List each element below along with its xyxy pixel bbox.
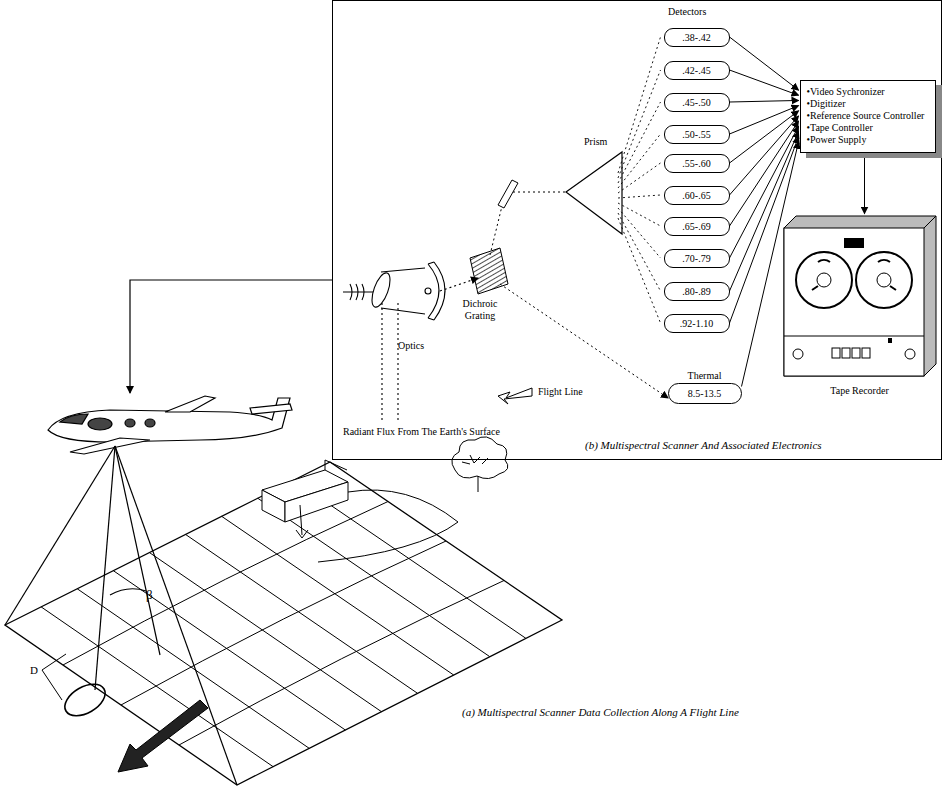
dichroic-grating [470, 248, 508, 294]
electronics-box: •Video Sychronizer•Digitizer•Reference S… [800, 80, 936, 153]
mirror [498, 180, 518, 208]
wavelength-band: .80-.89 [667, 286, 727, 297]
field-stripe [258, 498, 490, 656]
detector-box: .92-1.10 [664, 314, 730, 333]
detector-box: .55-.60 [664, 154, 730, 173]
wavelength-band: .92-1.10 [667, 318, 727, 329]
device-label: Tape Recorder [782, 385, 938, 396]
detector-box: .60-.65 [664, 186, 730, 205]
dispersed-ray [618, 102, 661, 183]
tree [452, 437, 508, 492]
ground-track [42, 654, 208, 772]
dispersed-ray [618, 70, 661, 178]
detector-box: .65-.69 [664, 217, 730, 236]
tape-recorder: Tape Recorder [782, 214, 938, 396]
dispersed-ray [618, 213, 661, 291]
prism [566, 152, 622, 234]
wavelength-band: 8.5-13.5 [671, 388, 739, 399]
annotation-label: Dichroic Grating [452, 298, 508, 321]
detector-box: .70-.79 [664, 249, 730, 268]
wavelength-band: .38-.42 [667, 32, 727, 43]
electronics-item: •Power Supply [807, 134, 929, 146]
annotation-label: D [30, 664, 38, 677]
tape-recorder-drawing [782, 214, 938, 382]
annotation-label: β [146, 588, 153, 603]
dispersed-ray [618, 218, 661, 323]
field-stripe [113, 571, 345, 730]
field-stripe [77, 589, 309, 749]
wavelength-band: .70-.79 [667, 253, 727, 264]
annotation-label: Detectors [668, 6, 706, 18]
thermal-detector: Thermal 8.5-13.5 [668, 370, 742, 404]
annotation-label: Radiant Flux From The Earth's Surface [343, 426, 500, 438]
signal-connector [730, 106, 799, 134]
dispersed-ray [618, 195, 661, 198]
leader-line [130, 280, 332, 393]
scan-lines [5, 446, 237, 785]
house [262, 460, 458, 562]
signal-connector [730, 70, 799, 95]
electronics-item: •Video Sychronizer [807, 86, 929, 98]
detector-heading: Thermal [668, 370, 742, 381]
wavelength-band: .42-.45 [667, 65, 727, 76]
field-stripe [149, 553, 381, 712]
signal-connector [730, 100, 799, 102]
field-line [179, 581, 504, 746]
annotation-label: Optics [398, 340, 424, 352]
dispersed-ray [618, 134, 661, 188]
scanner-panel: (b) Multispectral Scanner And Associated… [332, 0, 942, 460]
dispersed-ray [618, 37, 661, 173]
scanner-optics [343, 262, 478, 420]
ground-field [5, 462, 562, 785]
field-stripe [222, 516, 454, 675]
detector-box: .45-.50 [664, 93, 730, 112]
wavelength-band: .60-.65 [667, 190, 727, 201]
annotation-label: Prism [584, 136, 607, 148]
wavelength-band: .65-.69 [667, 221, 727, 232]
dispersed-ray [618, 163, 661, 193]
panel-caption: (b) Multispectral Scanner And Associated… [585, 439, 822, 451]
detector-box: .42-.45 [664, 61, 730, 80]
signal-connector [864, 158, 865, 214]
flight-line-arrow [498, 388, 532, 404]
field-line [63, 502, 388, 666]
wavelength-band: .50-.55 [667, 129, 727, 140]
field-stripe [186, 534, 418, 693]
electronics-item: •Reference Source Controller [807, 110, 929, 122]
wavelength-band: .45-.50 [667, 97, 727, 108]
aircraft [48, 396, 292, 454]
electronics-item: •Digitizer [807, 98, 929, 110]
annotation-label: (a) Multispectral Scanner Data Collectio… [462, 706, 739, 719]
detector-box: 8.5-13.5 [668, 383, 742, 404]
rays [490, 192, 668, 398]
detector-box: .80-.89 [664, 282, 730, 301]
annotation-label: Flight Line [538, 386, 583, 398]
detector-box: .38-.42 [664, 28, 730, 47]
detector-box: .50-.55 [664, 125, 730, 144]
dispersed-rays [618, 37, 661, 323]
wavelength-band: .55-.60 [667, 158, 727, 169]
dispersed-ray [618, 203, 661, 226]
tape-recorder-symbol [782, 214, 938, 378]
electronics-item: •Tape Controller [807, 122, 929, 134]
field-line [121, 541, 446, 705]
